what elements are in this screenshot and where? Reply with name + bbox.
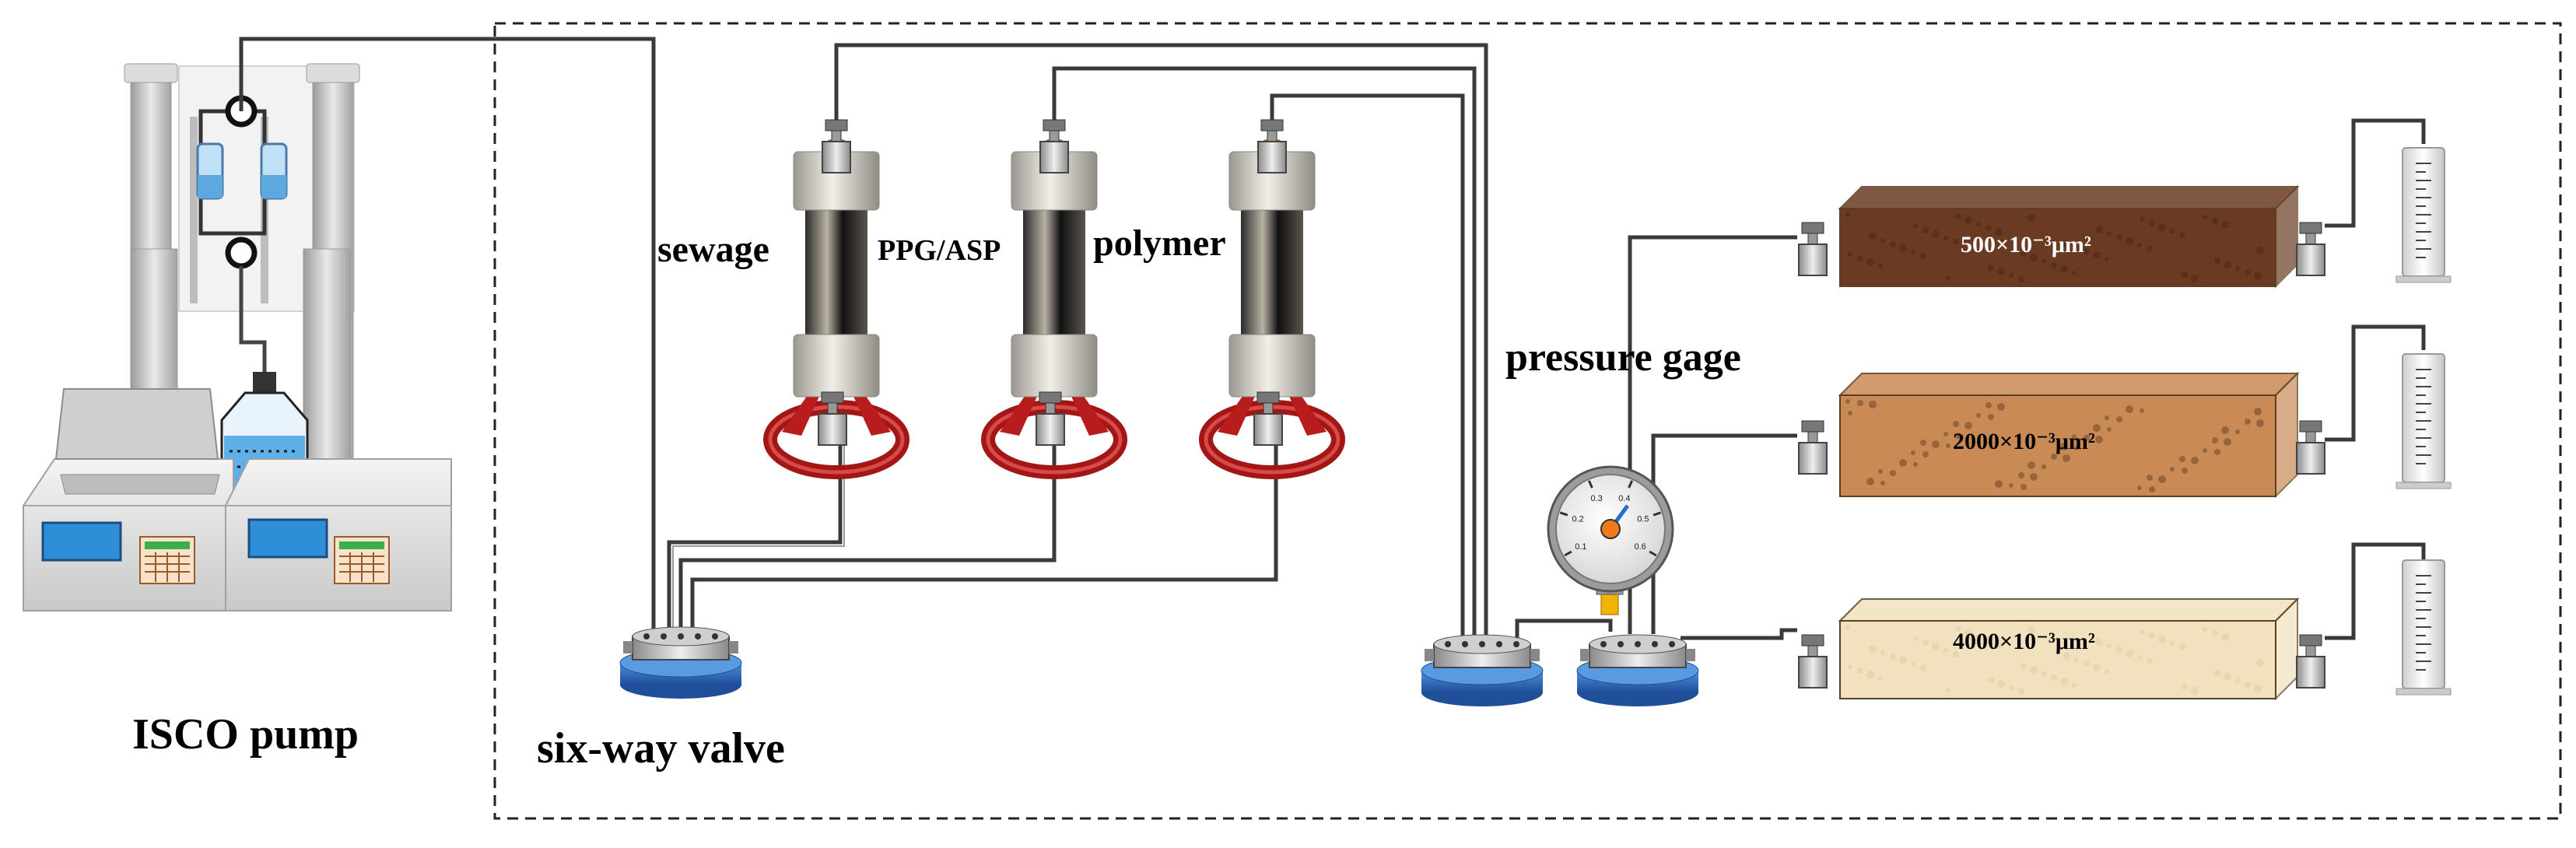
polymer-cylinder-bottom-valve-icon — [1253, 391, 1283, 446]
gauge-tick-label: 0.2 — [1572, 514, 1584, 524]
gauge-tick — [1652, 511, 1662, 517]
core-label-2000: 2000×10⁻³μm² — [1953, 429, 2095, 454]
core-label-4000: 4000×10⁻³μm² — [1953, 629, 2095, 654]
gauge-tick-label: 0.1 — [1575, 542, 1586, 552]
gauge-tick-label: 0.6 — [1634, 542, 1645, 552]
core-2000-inlet-valve-icon — [1798, 420, 1828, 475]
six-way-valve-label: six-way valve — [537, 724, 785, 773]
sewage-cylinder-bottom-valve-icon — [818, 391, 847, 446]
lower-check-valve-icon — [225, 237, 258, 269]
core-label-500: 500×10⁻³μm² — [1961, 232, 2091, 258]
ppg-asp-cylinder-top-valve-icon — [1039, 119, 1069, 173]
polymer-label: polymer — [1093, 223, 1226, 264]
gauge-tick — [1559, 511, 1568, 517]
sewage-label: sewage — [657, 229, 769, 270]
six-way-valve-1 — [619, 626, 742, 699]
dashed-enclosure — [493, 22, 2562, 820]
left-pump-keypad — [139, 536, 195, 584]
gauge-tick — [1587, 480, 1593, 489]
core-500 — [1798, 184, 2325, 289]
tubing — [239, 37, 2426, 654]
polymer-cylinder-top-valve-icon — [1257, 119, 1287, 173]
right-pump-screen — [247, 518, 328, 559]
core-500-inlet-valve-icon — [1798, 222, 1828, 276]
core-2000 — [1798, 371, 2325, 499]
left-pump-screen — [41, 521, 122, 562]
ppg-asp-label: PPG/ASP — [878, 234, 1001, 267]
six-way-valve-2 — [1421, 634, 1544, 706]
sewage-cylinder-top-valve-icon — [822, 119, 851, 173]
core-4000-outlet-valve-icon — [2296, 634, 2325, 689]
gauge-tick-label: 0.3 — [1590, 494, 1602, 503]
pressure-gage-label: pressure gage — [1505, 335, 1741, 380]
graduated-cylinder-icon — [2396, 559, 2452, 696]
core-500-outlet-valve-icon — [2296, 222, 2325, 276]
six-way-valve-3 — [1576, 634, 1699, 706]
gauge-tick-label: 0.4 — [1618, 494, 1630, 503]
gauge-tick-label: 0.5 — [1637, 514, 1649, 524]
core-4000 — [1798, 597, 2325, 701]
gauge-tick — [1649, 550, 1657, 557]
graduated-cylinder-icon — [2396, 147, 2452, 283]
graduated-cylinder-icon — [2396, 353, 2452, 489]
isco-pump-label: ISCO pump — [132, 710, 359, 759]
sewage-cylinder — [763, 119, 909, 479]
core-4000-inlet-valve-icon — [1798, 634, 1828, 689]
ppg-asp-cylinder — [981, 119, 1127, 479]
gauge-tick — [1564, 550, 1572, 557]
core-2000-outlet-valve-icon — [2296, 420, 2325, 475]
right-pump-keypad — [334, 536, 390, 584]
isco-pump — [23, 63, 452, 611]
gauge-tick — [1628, 480, 1634, 489]
polymer-cylinder — [1199, 119, 1345, 479]
pressure-gauge: 0.1 0.2 0.3 0.4 0.5 0.6 — [1547, 465, 1674, 615]
ppg-asp-cylinder-bottom-valve-icon — [1036, 391, 1065, 446]
